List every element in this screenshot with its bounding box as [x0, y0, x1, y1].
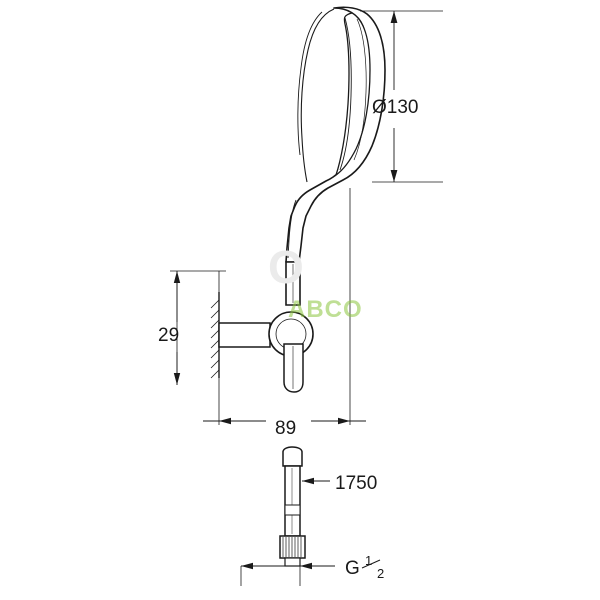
dimension-label-89: 89 — [275, 418, 296, 439]
knurl-hatching — [282, 537, 302, 557]
arrow-29-top — [173, 271, 181, 283]
dimension-1750: 1750 — [302, 473, 377, 494]
dimension-label-29: 29 — [158, 325, 179, 346]
fraction-bar — [361, 559, 381, 569]
shower-head-body-contour — [300, 8, 335, 183]
dimension-label-1750: 1750 — [335, 473, 377, 494]
hose-mid-collar — [284, 504, 301, 516]
arrow-thread-right — [300, 562, 312, 570]
shower-head-group — [285, 6, 386, 263]
spray-face-inner-line-1 — [339, 17, 352, 171]
hose-thread-stub — [284, 557, 301, 567]
bracket-arm — [218, 322, 271, 348]
spray-face-inner-line-2 — [353, 18, 367, 161]
handle-group — [285, 261, 301, 306]
handle-lower-stub — [283, 343, 304, 393]
dimension-diameter-130: Ø130 — [360, 10, 443, 183]
wall-hatching — [210, 299, 220, 379]
arrow-diameter-top — [390, 11, 398, 23]
handle-edge-line — [287, 199, 297, 259]
arrow-thread-left — [241, 562, 253, 570]
dimension-29: 29 — [158, 270, 226, 385]
wall-holder-group — [210, 292, 314, 393]
arrow-1750 — [302, 477, 314, 485]
arrow-89-right — [338, 417, 350, 425]
hose-body — [284, 465, 301, 537]
dimension-label-thread-g: G — [345, 558, 360, 579]
dimension-label-diameter: Ø130 — [372, 97, 418, 118]
dimension-thread-g-half: G 1 2 — [240, 553, 384, 586]
arrow-89-left — [219, 417, 231, 425]
dimension-label-thread-numerator: 1 — [365, 553, 372, 568]
hose-cone — [282, 446, 303, 467]
hose-group — [279, 446, 306, 567]
arrow-29-bottom — [173, 373, 181, 385]
shower-head-outline — [285, 6, 386, 263]
arrow-diameter-bottom — [390, 170, 398, 182]
dimension-label-thread-denominator: 2 — [377, 566, 384, 581]
dimension-89: 89 — [203, 188, 366, 439]
shower-head-body-contour-2 — [297, 11, 323, 156]
